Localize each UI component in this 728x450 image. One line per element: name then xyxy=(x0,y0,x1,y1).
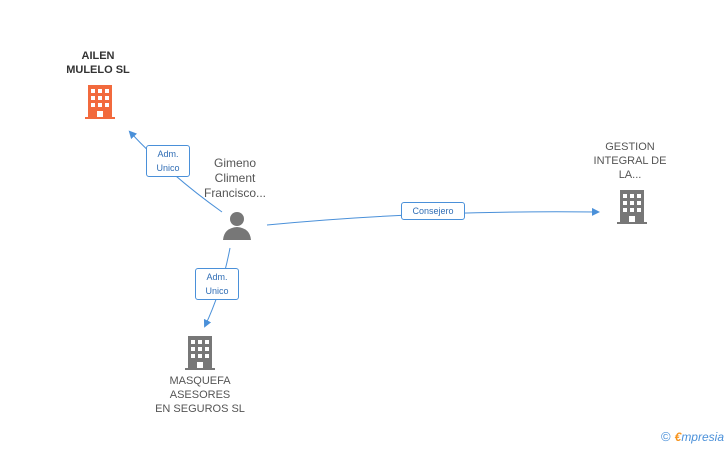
building-icon[interactable] xyxy=(617,190,647,229)
node-label-masquefa[interactable]: MASQUEFA ASESORES EN SEGUROS SL xyxy=(155,375,245,415)
building-icon[interactable] xyxy=(85,85,115,124)
brand-name: mpresia xyxy=(681,430,724,444)
building-icon[interactable] xyxy=(185,336,215,375)
edge-label-consejero: Consejero xyxy=(401,202,465,220)
node-label-ailen[interactable]: AILEN MULELO SL xyxy=(66,50,130,76)
brand-initial: € xyxy=(674,430,682,444)
node-label-gestion[interactable]: GESTION INTEGRAL DE LA... xyxy=(593,141,667,181)
edge-label-adm-unico: Adm. Unico xyxy=(195,268,239,300)
node-label-person[interactable]: Gimeno Climent Francisco... xyxy=(203,156,266,200)
edge-label-adm-unico: Adm. Unico xyxy=(146,145,190,177)
empresia-watermark: ©€mpresia xyxy=(661,429,724,444)
person-icon[interactable] xyxy=(222,210,252,245)
copyright-symbol: © xyxy=(661,429,671,444)
